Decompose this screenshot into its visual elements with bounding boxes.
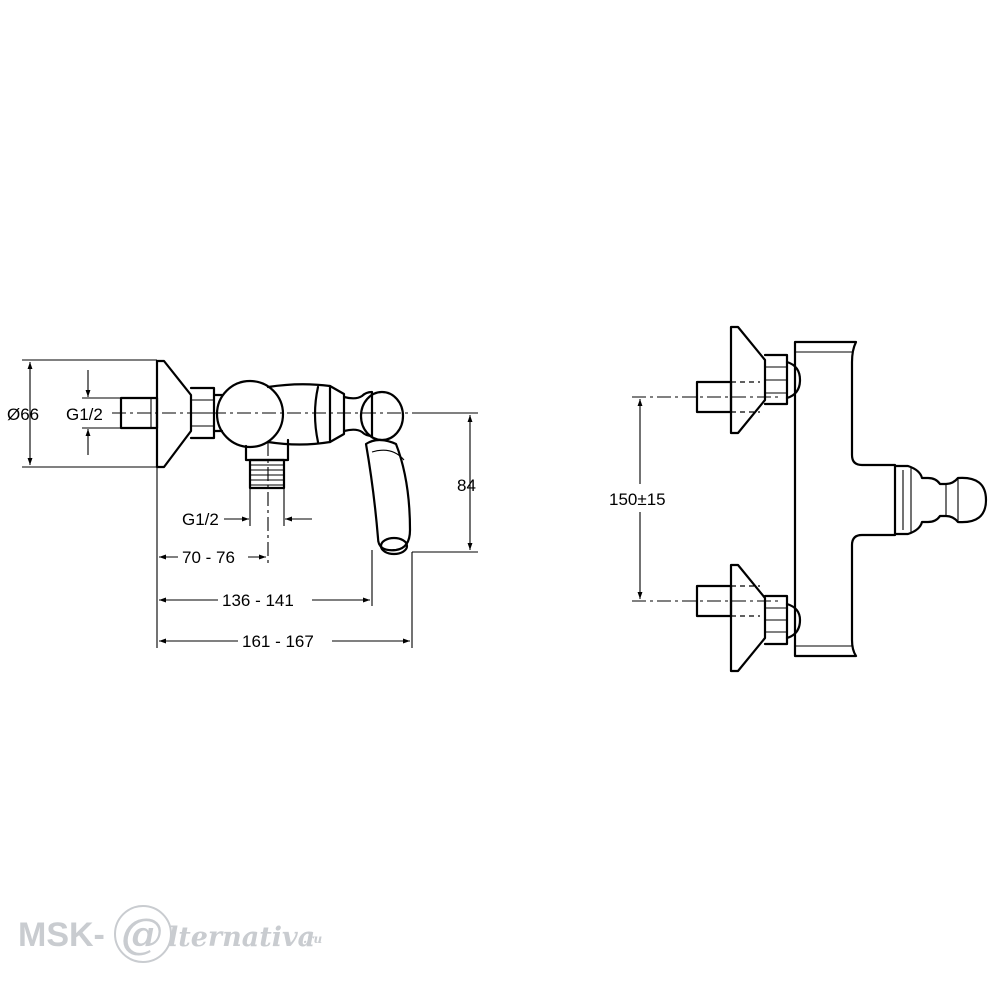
lever-handle xyxy=(364,438,412,552)
cartridge-housing xyxy=(266,383,332,446)
watermark-logo: MSK- @ lternativa .ru xyxy=(18,905,323,963)
diameter-label: Ø66 xyxy=(7,405,39,424)
depth-total-label: 161 - 167 xyxy=(242,632,314,651)
temperature-knob xyxy=(893,464,988,536)
inlet-thread-label: G1/2 xyxy=(66,405,103,424)
mixer-body-vertical xyxy=(793,340,897,658)
depth-mid-label: 136 - 141 xyxy=(222,591,294,610)
watermark-suffix: lternativa xyxy=(168,922,315,953)
lever-hub xyxy=(342,390,374,438)
front-view: 150±15 xyxy=(609,325,988,673)
watermark-ring xyxy=(114,905,172,963)
outlet-thread xyxy=(248,458,286,490)
height-label: 84 xyxy=(457,476,476,495)
outlet-thread-label: G1/2 xyxy=(182,510,219,529)
watermark-at-sign: @ xyxy=(121,909,163,958)
lever-knob xyxy=(359,390,405,442)
upper-flange xyxy=(729,325,767,435)
lower-flange xyxy=(729,563,767,673)
inlet-spacing-label: 150±15 xyxy=(609,490,666,509)
watermark-domain: .ru xyxy=(303,932,323,946)
side-view: Ø66 G1/2 G1/2 84 70 - 76 136 - 141 xyxy=(7,359,478,651)
watermark-prefix: MSK- xyxy=(18,916,105,954)
mixer-body-sphere xyxy=(215,379,285,449)
depth-short-label: 70 - 76 xyxy=(182,548,235,567)
inlet-stub xyxy=(119,396,159,430)
wall-flange xyxy=(155,359,193,469)
